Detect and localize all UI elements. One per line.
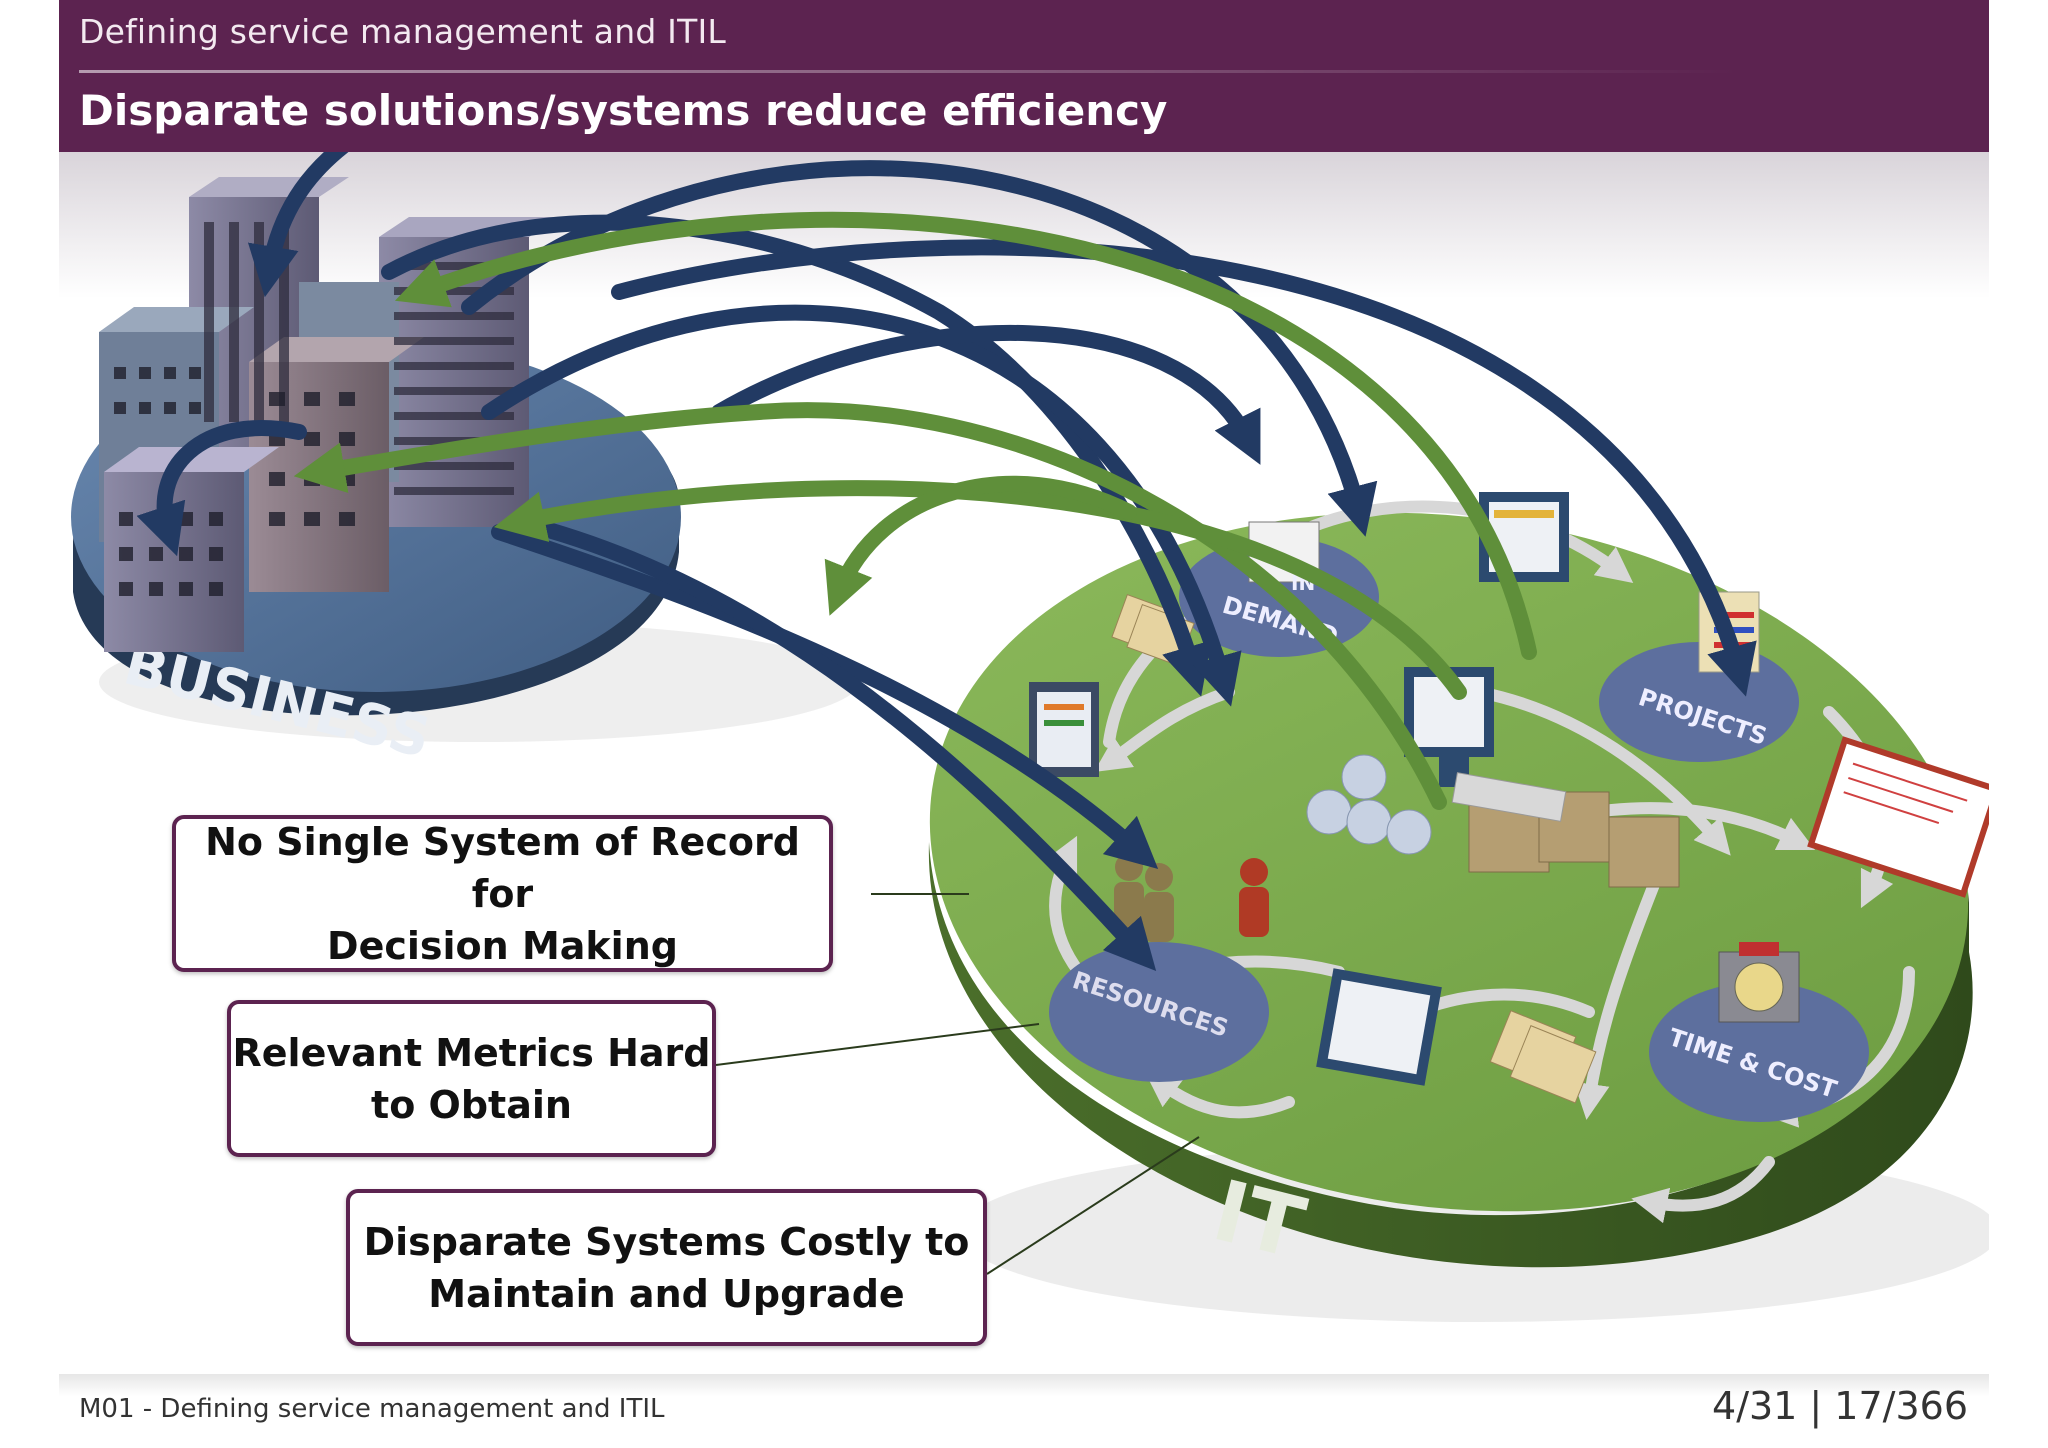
slide: Defining service management and ITIL Dis… [59,0,1989,1448]
monitor-left [1029,682,1099,777]
blue-arrows [136,152,1757,972]
diagram-illustration: BUSINESS [59,152,1989,1374]
whiteboard [1807,736,1989,898]
callout-3-line-1: Disparate Systems Costly to [363,1219,970,1264]
callout-2-line-2: to Obtain [371,1082,572,1127]
monitor-bottom [1316,968,1442,1086]
page-title: Disparate solutions/systems reduce effic… [79,86,1168,135]
callout-no-single-system: No Single System of Record for Decision … [172,815,833,972]
green-arrows [293,211,1537,810]
callout-1-line-2: Decision Making [327,923,678,968]
monitor-center [1404,667,1494,787]
callout-relevant-metrics: Relevant Metrics Hard to Obtain [227,1000,716,1157]
callout-disparate-systems: Disparate Systems Costly to Maintain and… [346,1189,987,1346]
email-envelopes-bottom [1489,1010,1597,1104]
callout-1-line-1: No Single System of Record for [205,819,800,916]
node-time-cost: TIME & COST [1649,942,1869,1122]
callout-2-line-1: Relevant Metrics Hard [232,1030,711,1075]
callout-3-line-2: Maintain and Upgrade [428,1271,905,1316]
slide-header: Defining service management and ITIL Dis… [59,0,1989,152]
callout-connectors [715,893,1200,1275]
it-props [1029,492,1989,1104]
keyboard [1451,772,1567,822]
footer-bar [59,1374,1989,1448]
header-divider [79,70,1739,73]
section-title: Defining service management and ITIL [79,12,726,51]
cds [1306,754,1432,855]
footer-pagination: 4/31 | 17/366 [1712,1384,1968,1428]
footer-module-title: M01 - Defining service management and IT… [79,1394,665,1424]
node-resources: RESOURCES [1049,853,1269,1082]
